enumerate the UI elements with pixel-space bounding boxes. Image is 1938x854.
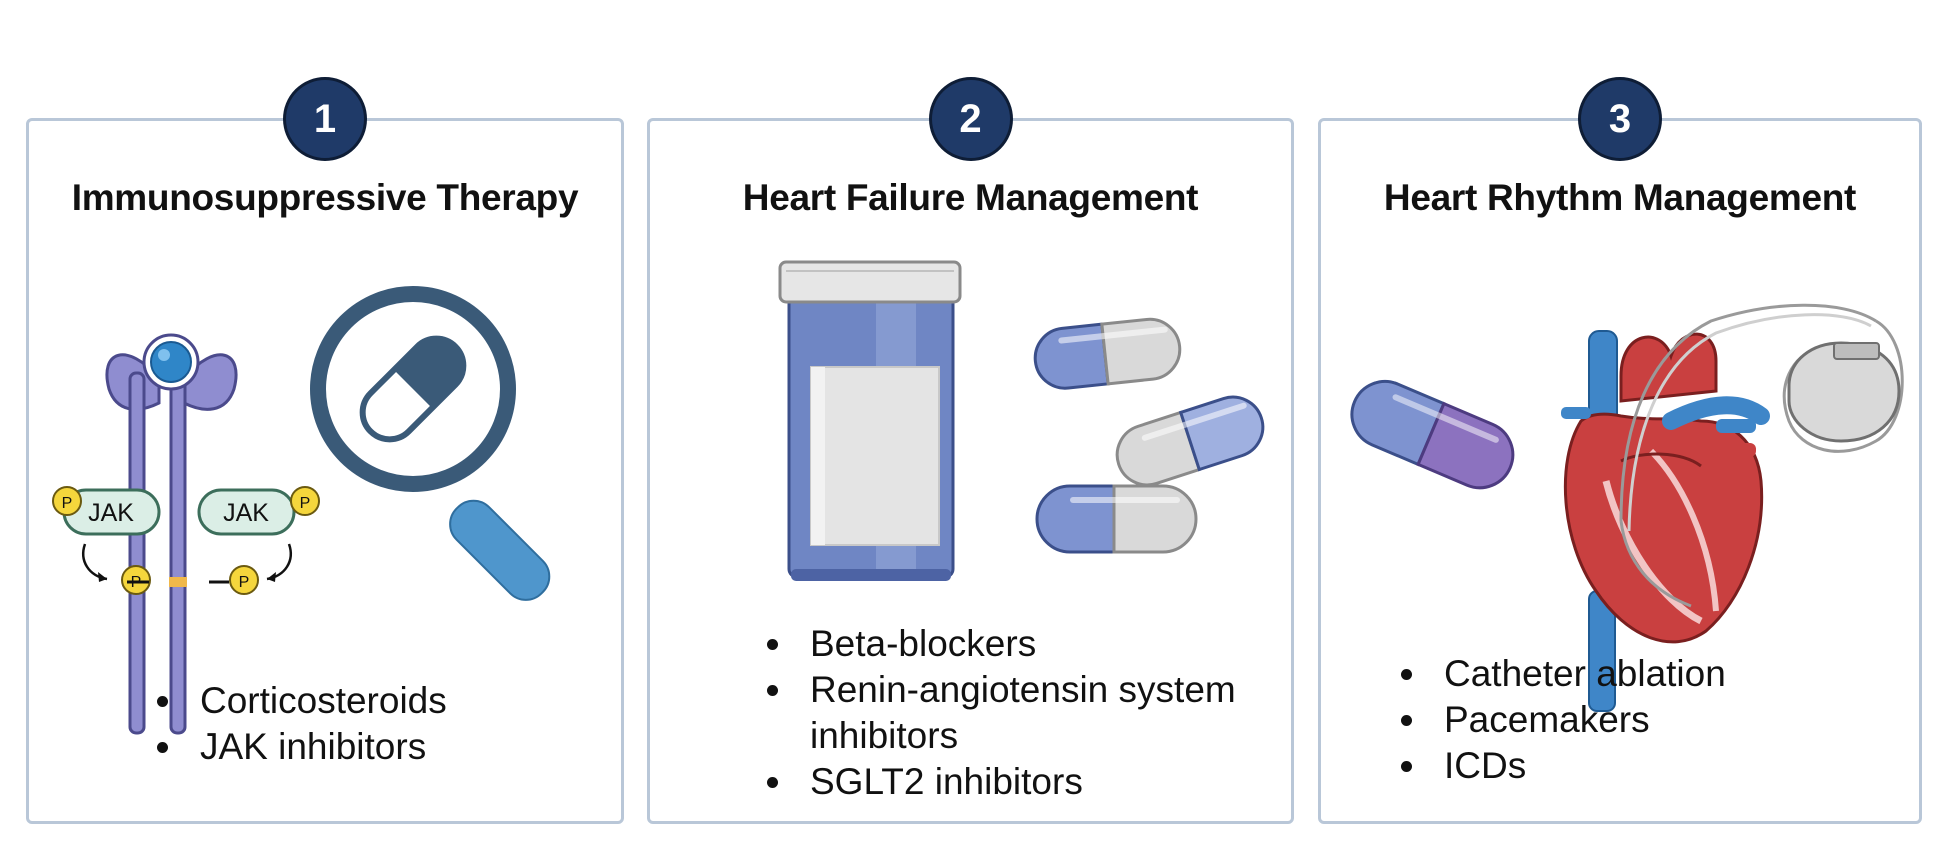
step-number-badge: 1 (283, 77, 367, 161)
panel-immunosuppressive-therapy: 1 Immunosuppressive Therapy JAK JAK (26, 77, 624, 824)
svg-text:P: P (300, 495, 311, 512)
capsule-icon (1350, 379, 1515, 490)
step-number-badge: 2 (928, 77, 1013, 161)
panel-title: Heart Rhythm Management (1383, 177, 1857, 218)
panel-heart-failure-management: 2 Heart Failure Management (647, 77, 1294, 824)
capsule-icon (1033, 317, 1182, 390)
bullet-list: Beta-blockers Renin-angiotensin system i… (754, 621, 1274, 805)
list-item: Catheter ablation (1388, 651, 1726, 697)
jak-receptor-illustration: JAK JAK P P P P (52, 286, 551, 735)
list-item: Pacemakers (1388, 697, 1726, 743)
panel-title: Immunosuppressive Therapy (71, 177, 579, 218)
svg-text:P: P (239, 574, 250, 591)
list-item: JAK inhibitors (144, 724, 447, 770)
jak-right: JAK (197, 488, 296, 536)
jak-label: JAK (88, 499, 134, 527)
step-number-badge: 3 (1578, 77, 1662, 161)
ligand-icon (142, 333, 200, 391)
pill-bottle-icon (778, 260, 962, 581)
capsule-icon (1115, 395, 1265, 487)
medication-illustration (778, 260, 1265, 581)
panel-heart-rhythm-management: 3 Heart Rhythm Management (1318, 77, 1922, 824)
svg-text:P: P (62, 495, 73, 512)
list-item: Renin-angiotensin system inhibitors (754, 667, 1274, 759)
panel-title: Heart Failure Management (742, 177, 1199, 218)
bullet-list: Corticosteroids JAK inhibitors (144, 678, 447, 770)
magnifying-glass-pill-icon (310, 286, 551, 601)
heart-rhythm-illustration (1350, 303, 1904, 712)
list-item: ICDs (1388, 743, 1726, 789)
list-item: Beta-blockers (754, 621, 1274, 667)
jak-label: JAK (223, 499, 269, 527)
capsule-icon (1035, 484, 1198, 554)
list-item: Corticosteroids (144, 678, 447, 724)
pacemaker-icon (1619, 303, 1904, 608)
phosphorylation-arrow-icon (82, 543, 292, 582)
bullet-list: Catheter ablation Pacemakers ICDs (1388, 651, 1726, 789)
heart-icon (1561, 330, 1770, 712)
list-item: SGLT2 inhibitors (754, 759, 1274, 805)
receptor-icon (105, 353, 238, 735)
